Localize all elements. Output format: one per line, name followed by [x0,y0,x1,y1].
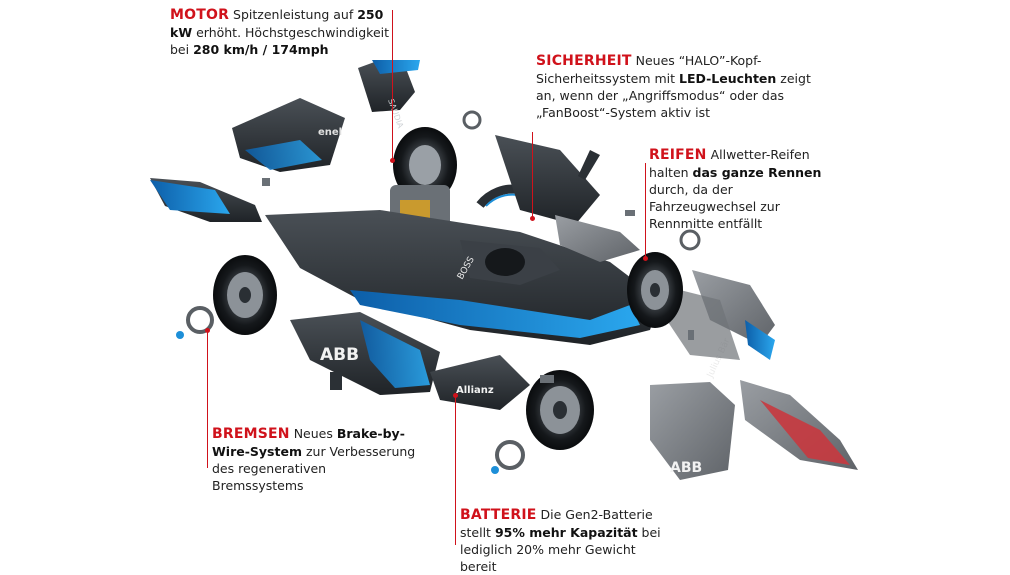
bremsen-callout: BREMSEN Neues Brake-by-Wire-System zur V… [212,426,416,493]
bremsen-leader-line [207,330,208,468]
motor-leader-line [392,10,393,160]
motor-heading: MOTOR [170,7,230,23]
rear-diffuser-left [150,178,262,222]
sicherheit-heading: SICHERHEIT [536,53,632,69]
rear-wing-upper: SAUDIA [358,60,420,130]
abb-nose-decal: ABB [670,460,702,476]
sicherheit-leader-line [532,132,533,218]
front-left-wheel [526,370,594,450]
allianz-decal: Allianz [456,385,494,396]
reifen-leader-line [645,163,646,258]
reifen-callout: REIFEN Allwetter-Reifen halten das ganze… [649,147,822,231]
batterie-callout: BATTERIE Die Gen2-Batterie stellt 95% me… [460,507,661,574]
rear-right-wheel [410,129,470,201]
motor-callout: MOTOR Spitzenleistung auf 250 kW erhöht.… [170,7,390,57]
front-cover [495,135,640,262]
small-parts [262,178,694,390]
sidepod-left: ABB [290,312,440,395]
front-wing: ABB Julius Bär [650,337,858,480]
batterie-leader-dot [453,393,458,398]
enel-decal: enel [318,127,342,138]
bremsen-leader-dot [205,328,210,333]
abb-side-decal: ABB [320,345,359,365]
batterie-heading: BATTERIE [460,507,537,523]
batterie-leader-line [455,395,456,545]
rear-left-wheel [213,255,277,335]
monocoque: BOSS [265,210,660,345]
sidepod-right: Allianz [430,355,530,410]
motor-leader-dot [390,158,395,163]
sicherheit-leader-dot [530,216,535,221]
reifen-heading: REIFEN [649,147,707,163]
engine-cover: enel [232,98,345,172]
sicherheit-callout: SICHERHEIT Neues “HALO”-Kopf-Sicherheits… [536,53,811,120]
bremsen-heading: BREMSEN [212,426,290,442]
brake-parts [176,110,701,474]
front-right-wheel [627,252,683,328]
reifen-leader-dot [643,256,648,261]
